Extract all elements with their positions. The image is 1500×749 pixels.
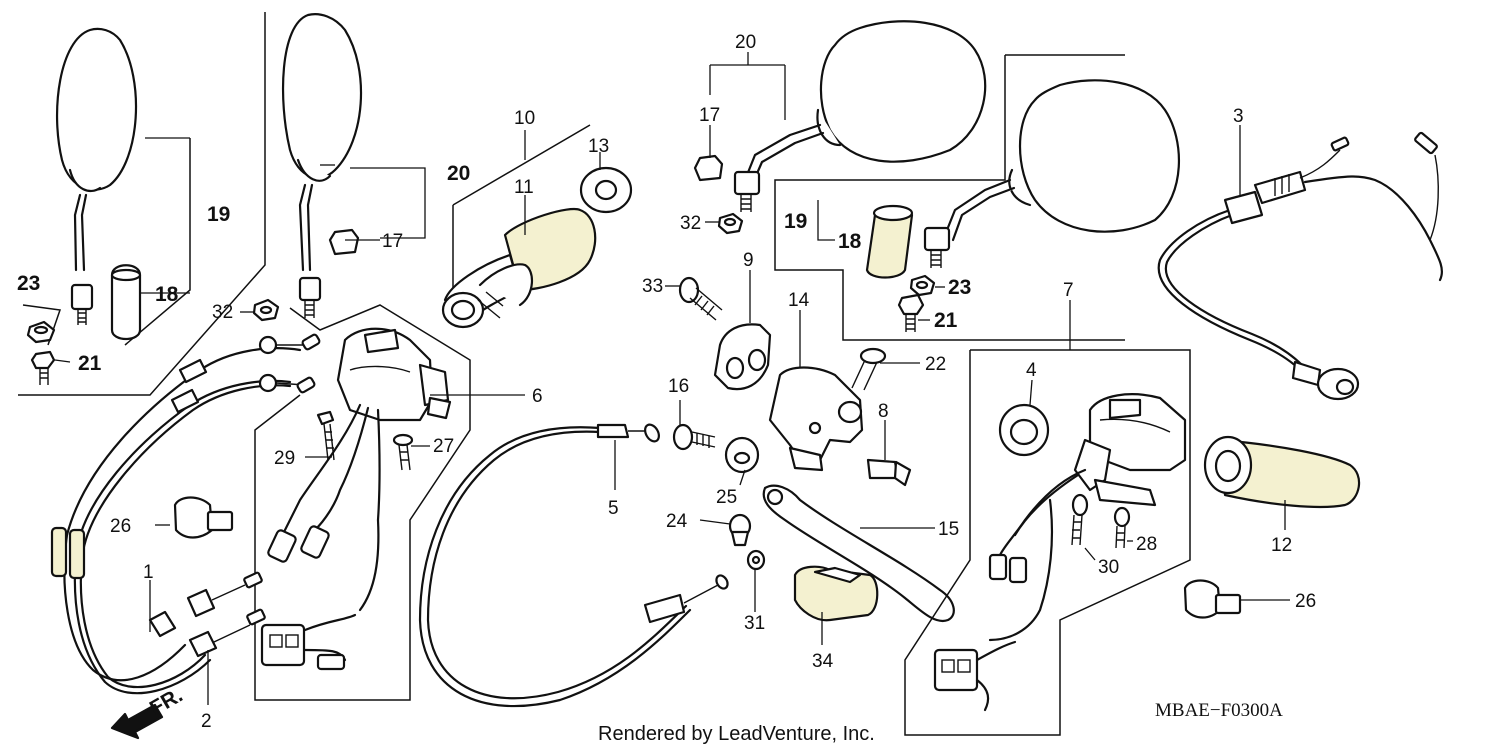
choke-cable xyxy=(1157,131,1444,401)
callout-19-right: 19 xyxy=(784,210,807,233)
clutch-lever-15 xyxy=(762,484,955,623)
left-mirror-boot xyxy=(110,264,142,341)
callout-21-right: 21 xyxy=(934,309,958,332)
nut-left xyxy=(26,320,56,344)
callout-27: 27 xyxy=(433,436,454,457)
callout-17-left: 17 xyxy=(382,231,403,252)
grip-collar-4 xyxy=(998,403,1050,457)
callout-23-right: 23 xyxy=(948,276,971,299)
mirror-20-right xyxy=(733,20,987,212)
collar-25 xyxy=(724,436,760,474)
callout-14: 14 xyxy=(788,290,810,311)
callout-20-top: 20 xyxy=(735,32,756,53)
callout-3: 3 xyxy=(1233,106,1244,127)
mirror-cap-20-left xyxy=(328,228,360,256)
callout-31: 31 xyxy=(744,613,765,634)
callout-29: 29 xyxy=(274,448,295,469)
callout-23-left: 23 xyxy=(17,272,40,295)
right-switch-wiring xyxy=(933,468,1087,712)
screw-29 xyxy=(316,410,335,461)
nut-31 xyxy=(746,549,766,571)
callout-13: 13 xyxy=(588,136,609,157)
callout-12: 12 xyxy=(1271,535,1292,556)
callout-numbers: 1 2 3 4 5 6 7 8 9 10 11 12 13 14 15 16 1… xyxy=(17,32,1316,732)
callout-15: 15 xyxy=(938,519,959,540)
callout-34: 34 xyxy=(812,651,834,672)
callout-24: 24 xyxy=(666,511,688,532)
pivot-bolt-22 xyxy=(851,347,887,391)
lever-boot-34 xyxy=(793,565,879,622)
callout-2: 2 xyxy=(201,711,212,732)
render-credit: Rendered by LeadVenture, Inc. xyxy=(598,723,875,745)
callout-33: 33 xyxy=(642,276,663,297)
bolt-21-right xyxy=(897,293,925,332)
callout-25: 25 xyxy=(716,487,737,508)
callout-28: 28 xyxy=(1136,534,1157,555)
right-switch-frame xyxy=(904,349,1191,736)
lever-bracket-14 xyxy=(768,366,864,472)
callout-16: 16 xyxy=(668,376,689,397)
callout-1: 1 xyxy=(143,562,154,583)
pivot-nut-24 xyxy=(728,513,752,547)
mirror-20-left xyxy=(281,13,363,318)
nut-32-left xyxy=(252,298,280,322)
right-grip xyxy=(1203,435,1361,509)
cable-clamp-left xyxy=(173,496,234,539)
callout-26-right: 26 xyxy=(1295,591,1316,612)
callout-20-left: 20 xyxy=(447,162,470,185)
throttle-grip xyxy=(441,207,597,329)
callout-18-left: 18 xyxy=(155,283,179,306)
screw-27 xyxy=(392,433,414,471)
bolt-left xyxy=(30,350,56,385)
left-switch-housing xyxy=(260,327,452,671)
callout-11: 11 xyxy=(514,177,534,198)
screw-30 xyxy=(1071,493,1089,546)
callout-18-right: 18 xyxy=(838,230,862,253)
callout-8: 8 xyxy=(878,401,889,422)
callout-19-left: 19 xyxy=(207,203,230,226)
callout-5: 5 xyxy=(608,498,619,519)
right-switch-housing xyxy=(1073,393,1187,507)
callout-17-top: 17 xyxy=(699,105,720,126)
callout-4: 4 xyxy=(1026,360,1037,381)
cable-clamp-right xyxy=(1183,579,1242,619)
screw-28 xyxy=(1113,506,1131,549)
leader-lines xyxy=(54,52,1290,705)
callout-21-left: 21 xyxy=(78,352,102,375)
callout-32-right: 32 xyxy=(680,213,701,234)
callout-10: 10 xyxy=(514,108,535,129)
grip-frame-line xyxy=(452,124,591,206)
nut-23-right xyxy=(909,274,936,297)
switch-8 xyxy=(866,458,912,487)
mirror-boot-18-right xyxy=(865,204,914,279)
callout-9: 9 xyxy=(743,250,754,271)
bolt-33 xyxy=(678,276,723,321)
diagram-code: MBAE−F0300A xyxy=(1155,700,1283,721)
left-mirror xyxy=(56,27,138,325)
callout-7: 7 xyxy=(1063,280,1074,301)
clamp-9 xyxy=(713,323,772,391)
callout-30: 30 xyxy=(1098,557,1119,578)
adjuster-16 xyxy=(672,423,716,451)
grip-cap-13 xyxy=(579,166,633,214)
callout-32-left: 32 xyxy=(212,302,233,323)
callout-22: 22 xyxy=(925,354,946,375)
throttle-cables xyxy=(50,333,321,695)
callout-6: 6 xyxy=(532,386,543,407)
clutch-cable xyxy=(418,423,729,708)
nut-32-right xyxy=(717,212,744,235)
mirror-cap-17 xyxy=(693,154,724,182)
mirror-19-right xyxy=(774,54,1180,341)
callout-26-left: 26 xyxy=(110,516,131,537)
mirror-frame-line xyxy=(254,304,471,701)
